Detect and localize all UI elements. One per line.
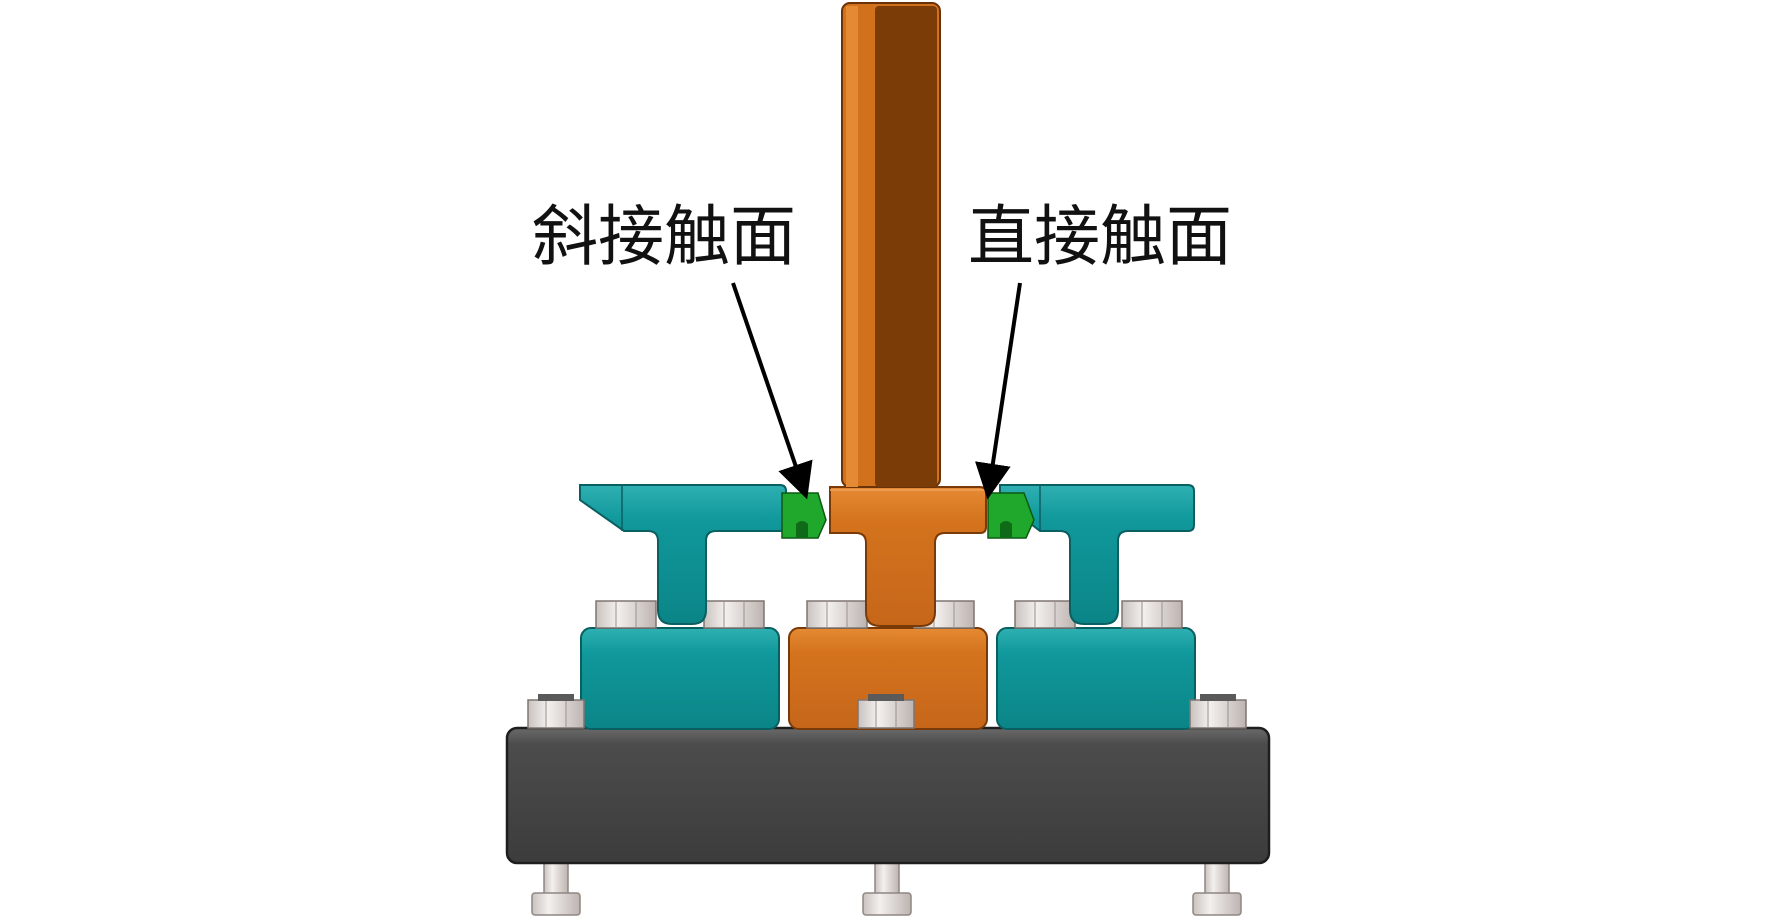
block-nut: [1014, 600, 1076, 629]
base-plate: [505, 726, 1271, 865]
left-lower-block: [580, 627, 780, 730]
left-contact-insert: [781, 492, 827, 539]
block-nut: [1121, 600, 1183, 629]
callout-arrow: [731, 282, 813, 500]
bottom-bolt: [1192, 861, 1242, 916]
right-lower-block: [996, 627, 1196, 730]
plate-nuts: [527, 694, 1247, 729]
right-t-clamp: [999, 484, 1195, 625]
plate-nut: [1189, 694, 1247, 729]
vertical-column: [841, 2, 941, 488]
right-contact-insert: [987, 492, 1035, 539]
block-nut: [703, 600, 765, 629]
label-direct-contact-surface: 直接触面: [968, 198, 1232, 275]
plate-nut: [527, 694, 585, 729]
center-lower-block: [788, 627, 988, 730]
bottom-bolt: [862, 861, 912, 916]
block-nut: [806, 600, 868, 629]
plate-nut: [857, 694, 915, 729]
center-t-part: [829, 486, 987, 627]
block-nut: [595, 600, 657, 629]
label-oblique-contact-surface: 斜接触面: [532, 198, 796, 275]
bottom-bolts: [531, 861, 1242, 916]
callout-arrow: [975, 282, 1022, 500]
block-nuts: [595, 600, 1183, 629]
bottom-bolt: [531, 861, 581, 916]
